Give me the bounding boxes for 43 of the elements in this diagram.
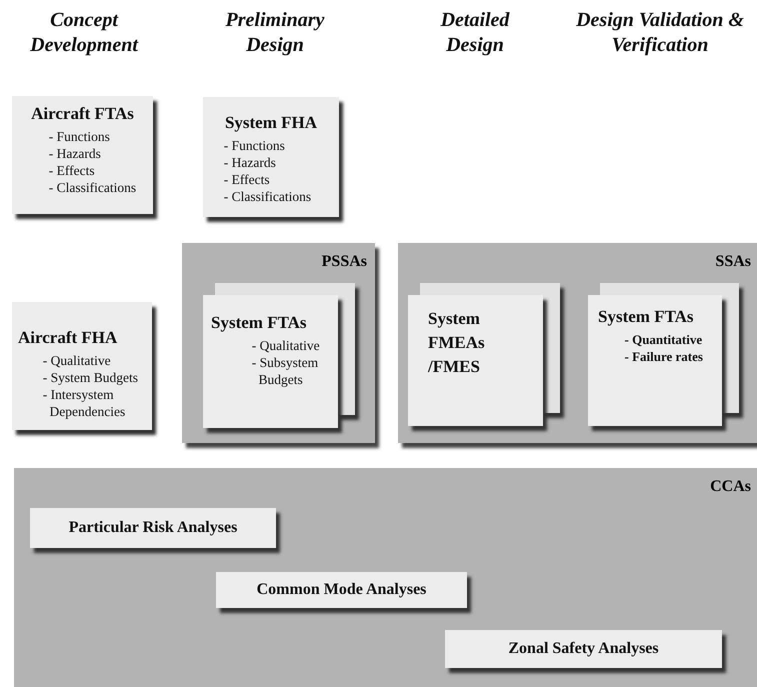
column-heading: Detailed Design (440, 8, 510, 58)
group-panel (14, 468, 757, 687)
list-item: - Qualitative (42, 352, 112, 369)
card-title: Aircraft FHA (18, 328, 118, 348)
list-item: - Functions (222, 137, 286, 154)
card-title: Common Mode Analyses (256, 581, 426, 599)
analysis-card (588, 295, 722, 426)
panel-title: PSSAs (322, 253, 367, 271)
list-item: - Qualitative (250, 337, 321, 354)
list-item: - Classifications (48, 179, 138, 196)
list-item: - Hazards (222, 154, 277, 171)
analysis-card (30, 508, 276, 548)
analysis-card (203, 97, 339, 217)
card-title: System FHA (224, 113, 318, 133)
list-item: - Effects (222, 171, 271, 188)
group-panel (182, 243, 375, 443)
list-item: - Quantitative (624, 331, 704, 348)
card-title: Aircraft FTAs (30, 104, 135, 124)
card-title: Particular Risk Analyses (68, 519, 238, 537)
list-item: - Functions (48, 128, 111, 145)
card-title: System FTAs (211, 313, 308, 333)
card-title: Zonal Safety Analyses (508, 640, 659, 658)
card-title: System FMEAs /FMES (428, 308, 486, 378)
analysis-card (216, 572, 467, 608)
analysis-card (445, 630, 722, 668)
group-panel (398, 243, 757, 443)
list-item: - Intersystem Dependencies (42, 386, 126, 420)
card-title: System FTAs (598, 307, 695, 327)
analysis-card (408, 295, 543, 426)
analysis-card (12, 96, 153, 214)
list-item: - Effects (48, 162, 96, 179)
list-item: - Hazards (48, 145, 102, 162)
list-item: - Subsystem Budgets (250, 354, 320, 388)
analysis-card (12, 302, 152, 430)
list-item: - Failure rates (624, 348, 704, 365)
column-heading: Preliminary Design (224, 8, 326, 58)
panel-title: SSAs (715, 253, 751, 271)
list-item: - System Budgets (42, 369, 140, 386)
list-item: - Classifications (222, 188, 312, 205)
column-heading: Concept Development (29, 8, 140, 58)
panel-title: CCAs (710, 478, 751, 496)
analysis-card (203, 295, 338, 428)
column-heading: Design Validation & Verification (575, 8, 745, 58)
